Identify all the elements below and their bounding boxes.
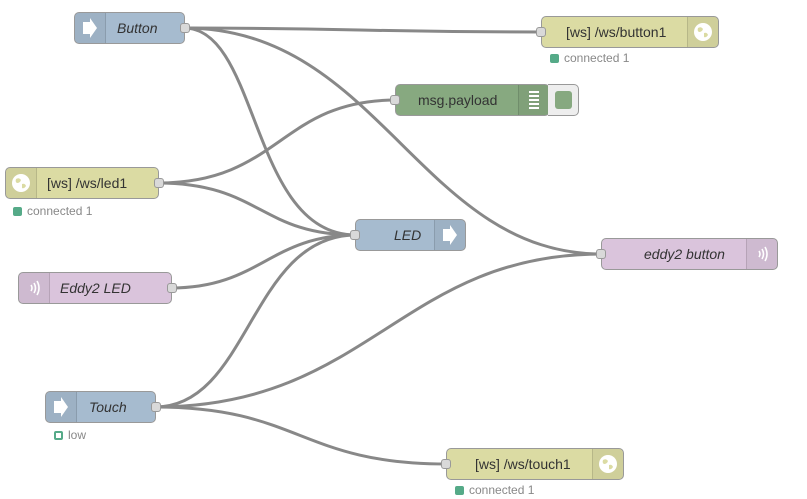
- wire-ws-led1-to-led[interactable]: [157, 181, 357, 237]
- node-label: LED: [394, 227, 422, 243]
- status-dot: [13, 206, 22, 216]
- input-port[interactable]: [350, 230, 360, 240]
- globe-icon: [6, 168, 37, 198]
- list-icon: [518, 85, 549, 115]
- node-label: eddy2 button: [644, 246, 725, 262]
- input-port[interactable]: [536, 27, 546, 37]
- output-port[interactable]: [180, 23, 190, 33]
- node-eddy2-button[interactable]: eddy2 button: [596, 238, 778, 270]
- node-label: msg.payload: [418, 92, 498, 108]
- debug-toggle-indicator: [555, 91, 572, 109]
- status-dot: [455, 485, 464, 495]
- arrow-right-icon[interactable]: [46, 392, 77, 422]
- status-text: connected 1: [469, 483, 535, 497]
- status-ws-button1: connected 1: [550, 51, 629, 65]
- status-text: connected 1: [27, 204, 93, 218]
- wire-eddy2-led-to-led[interactable]: [170, 233, 357, 290]
- wire-ws-led1-to-debug[interactable]: [157, 98, 397, 185]
- node-label: Eddy2 LED: [60, 280, 131, 296]
- input-port[interactable]: [596, 249, 606, 259]
- output-port[interactable]: [151, 402, 161, 412]
- output-port[interactable]: [154, 178, 164, 188]
- input-port[interactable]: [390, 95, 400, 105]
- node-touch[interactable]: Touch: [45, 391, 161, 423]
- globe-icon: [687, 17, 718, 47]
- output-port[interactable]: [167, 283, 177, 293]
- node-label: [ws] /ws/touch1: [475, 456, 571, 472]
- status-text: connected 1: [564, 51, 630, 65]
- beacon-icon: [19, 273, 50, 303]
- node-led[interactable]: LED: [350, 219, 466, 251]
- node-label: [ws] /ws/button1: [566, 24, 667, 40]
- status-text: low: [68, 428, 87, 442]
- debug-toggle-button[interactable]: [548, 84, 579, 116]
- status-ws-touch1: connected 1: [455, 483, 534, 497]
- globe-icon: [592, 449, 623, 479]
- input-port[interactable]: [441, 459, 451, 469]
- node-ws-touch1[interactable]: [ws] /ws/touch1: [441, 448, 624, 480]
- status-touch: low: [54, 428, 86, 442]
- wire-touch-to-ws-touch1[interactable]: [154, 405, 448, 466]
- node-eddy2-led[interactable]: Eddy2 LED: [18, 272, 177, 304]
- arrow-right-icon[interactable]: [75, 13, 106, 43]
- status-ws-led1: connected 1: [13, 204, 92, 218]
- wire-button-to-eddy2-button[interactable]: [183, 26, 603, 256]
- wire-button-to-ws-button1[interactable]: [183, 26, 543, 34]
- arrow-right-icon: [434, 220, 465, 250]
- status-dot: [550, 53, 559, 63]
- node-debug[interactable]: msg.payload: [390, 84, 550, 116]
- node-label: [ws] /ws/led1: [47, 175, 128, 191]
- node-ws-button1[interactable]: [ws] /ws/button1: [536, 16, 719, 48]
- node-label: Button: [117, 20, 158, 36]
- status-dot: [54, 430, 63, 440]
- node-label: Touch: [89, 399, 127, 415]
- wire-touch-to-led[interactable]: [154, 233, 357, 409]
- beacon-icon: [746, 239, 777, 269]
- wire-button-to-led[interactable]: [183, 26, 357, 237]
- node-button[interactable]: Button: [74, 12, 190, 44]
- wire-touch-to-eddy2-button[interactable]: [154, 252, 603, 409]
- node-ws-led1[interactable]: [ws] /ws/led1: [5, 167, 164, 199]
